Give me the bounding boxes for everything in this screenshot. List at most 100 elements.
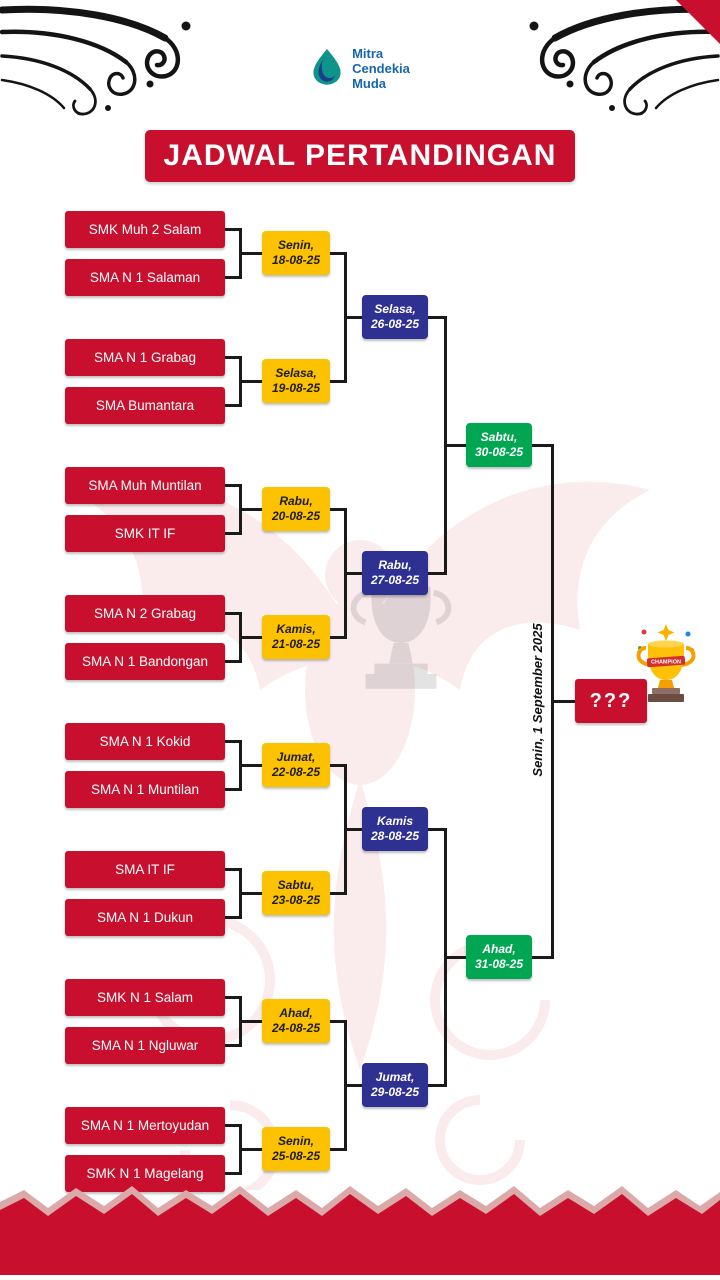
bracket-connector [330,508,347,639]
bracket-connector [242,1020,262,1023]
bracket-connector [242,636,262,639]
team-box: SMA Bumantara [65,387,225,424]
corner-flourish-left [0,4,210,124]
round1-date-box: Sabtu, 23-08-25 [262,871,330,915]
team-box: SMA N 1 Salaman [65,259,225,296]
round1-date-box: Ahad, 24-08-25 [262,999,330,1043]
match-day: Rabu, [378,558,412,572]
team-box: SMA N 1 Mertoyudan [65,1107,225,1144]
match-date: 18-08-25 [271,253,321,267]
semifinal-date-box: Ahad, 31-08-25 [466,935,532,979]
round1-date-box: Senin, 18-08-25 [262,231,330,275]
team-box: SMA N 1 Dukun [65,899,225,936]
bracket-connector [225,612,242,663]
bracket-connector [347,316,362,319]
bracket-connector [225,1124,242,1175]
match-date: 31-08-25 [474,957,524,971]
team-box: SMA N 1 Grabag [65,339,225,376]
round2-date-box: Rabu, 27-08-25 [362,551,428,595]
match-day: Ahad, [279,1006,313,1020]
round1-date-box: Kamis, 21-08-25 [262,615,330,659]
page-title: JADWAL PERTANDINGAN [163,139,557,172]
bracket-connector [225,740,242,791]
logo-line3: Muda [352,76,387,91]
match-day: Jumat, [375,1070,415,1084]
bracket-connector [225,868,242,919]
team-box: SMA N 2 Grabag [65,595,225,632]
team-box: SMA N 1 Ngluwar [65,1027,225,1064]
round1-date-box: Rabu, 20-08-25 [262,487,330,531]
bracket-connector [225,484,242,535]
round1-date-box: Selasa, 19-08-25 [262,359,330,403]
match-date: 20-08-25 [271,509,321,523]
match-date: 29-08-25 [370,1085,420,1099]
logo: Mitra Cendekia Muda [0,46,720,91]
match-date: 21-08-25 [271,637,321,651]
match-day: Selasa, [275,366,317,380]
match-date: 25-08-25 [271,1149,321,1163]
match-day: Sabtu, [277,878,315,892]
match-day: Senin, [277,238,314,252]
match-date: 28-08-25 [370,829,420,843]
bracket-connector [554,700,575,703]
title-banner: JADWAL PERTANDINGAN [145,130,575,182]
match-date: 27-08-25 [370,573,420,587]
bracket-connector [447,444,466,447]
bracket-connector [225,996,242,1047]
team-box: SMK Muh 2 Salam [65,211,225,248]
torn-paper-edge [0,1180,720,1280]
champion-placeholder: ??? [575,679,647,723]
semifinal-date-box: Sabtu, 30-08-25 [466,423,532,467]
bracket-connector [330,764,347,895]
match-day: Rabu, [279,494,313,508]
match-day: Sabtu, [480,430,518,444]
match-day: Kamis [376,814,414,828]
round1-date-box: Jumat, 22-08-25 [262,743,330,787]
logo-text: Mitra Cendekia Muda [352,46,410,91]
bracket-connector [428,828,447,1087]
trophy-ribbon-text: CHAMPION [651,660,681,666]
trophy-watermark [326,572,476,747]
bracket-connector [447,956,466,959]
team-box: SMA Muh Muntilan [65,467,225,504]
team-box: SMA N 1 Muntilan [65,771,225,808]
logo-line2: Cendekia [352,61,410,76]
bracket-connector [347,828,362,831]
final-date-label: Senin, 1 September 2025 [530,623,545,777]
bracket-connector [330,252,347,383]
bracket-connector [347,572,362,575]
bracket-connector [330,1020,347,1151]
team-box: SMK IT IF [65,515,225,552]
bracket-connector [242,764,262,767]
match-day: Kamis, [276,622,316,636]
match-day: Senin, [277,1134,314,1148]
bracket-connector [242,508,262,511]
match-date: 22-08-25 [271,765,321,779]
logo-drop-icon [310,46,344,91]
team-box: SMK N 1 Salam [65,979,225,1016]
bracket-connector [225,228,242,279]
bracket-connector [242,892,262,895]
logo-line1: Mitra [352,46,384,61]
champion-trophy-icon: CHAMPION [634,624,698,721]
round1-date-box: Senin, 25-08-25 [262,1127,330,1171]
round2-date-box: Kamis 28-08-25 [362,807,428,851]
match-date: 23-08-25 [271,893,321,907]
match-day: Selasa, [374,302,416,316]
bracket-connector [242,252,262,255]
team-box: SMA N 1 Bandongan [65,643,225,680]
team-box: SMA N 1 Kokid [65,723,225,760]
bracket-connector [242,1148,262,1151]
team-box: SMA IT IF [65,851,225,888]
match-day: Ahad, [482,942,516,956]
round2-date-box: Selasa, 26-08-25 [362,295,428,339]
match-date: 26-08-25 [370,317,420,331]
team-box: SMK N 1 Magelang [65,1155,225,1192]
match-date: 24-08-25 [271,1021,321,1035]
bracket-connector [347,1084,362,1087]
round2-date-box: Jumat, 29-08-25 [362,1063,428,1107]
bracket-connector [225,356,242,407]
bracket-connector [242,380,262,383]
corner-triangle [676,0,720,44]
